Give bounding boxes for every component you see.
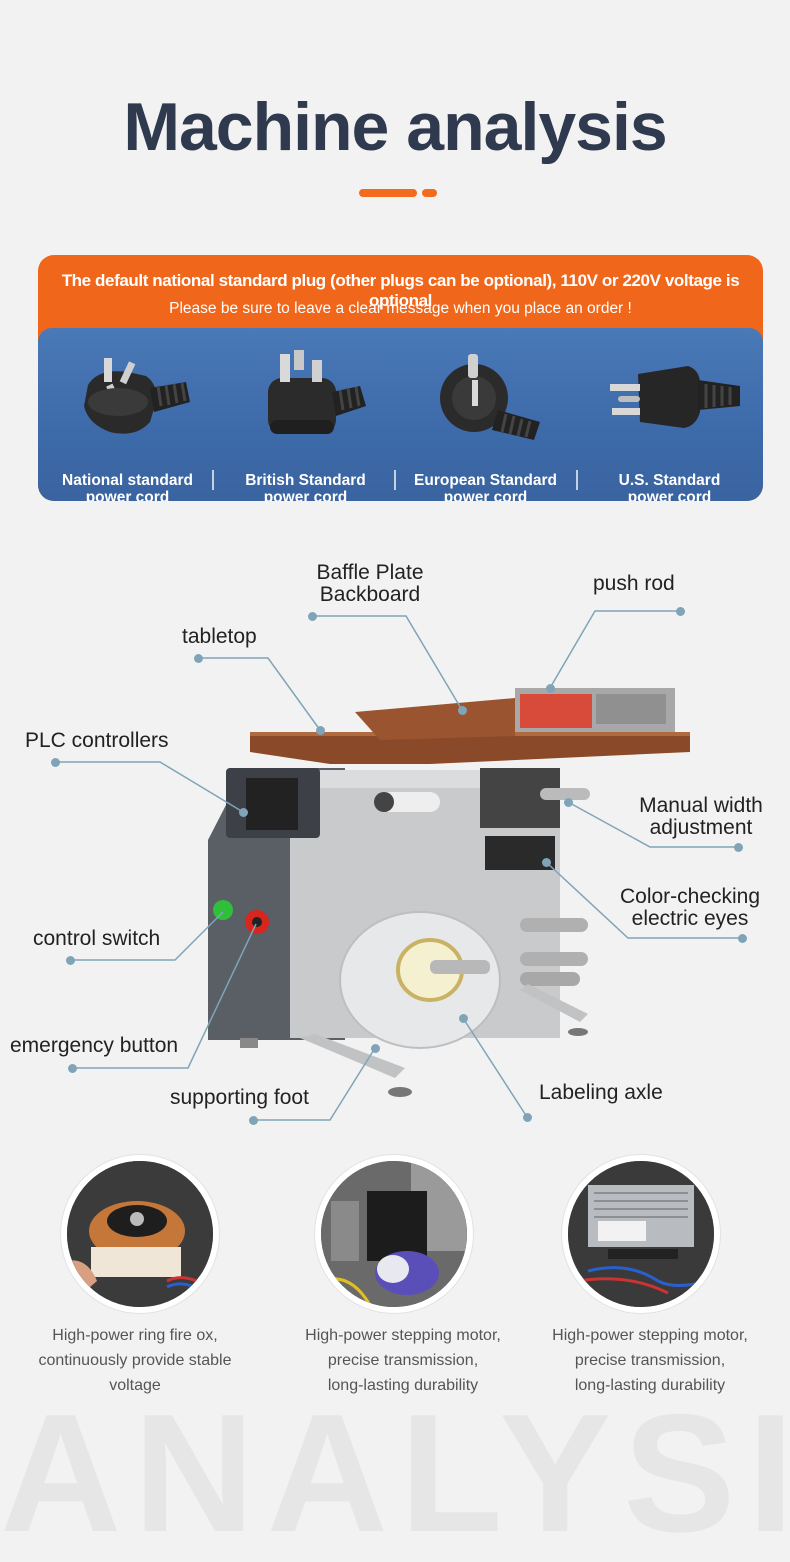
callout-labeling-axle: Labeling axle bbox=[539, 1081, 663, 1104]
banner-subline: Please be sure to leave a clear message … bbox=[169, 300, 632, 317]
callout-dot bbox=[546, 684, 555, 693]
callout-supporting-foot: supporting foot bbox=[170, 1086, 309, 1109]
callout-dot bbox=[68, 1064, 77, 1073]
plug-european: European Standard power cord bbox=[398, 340, 573, 501]
power-cord-banner: The default national standard plug (othe… bbox=[38, 255, 763, 501]
divider bbox=[212, 470, 214, 490]
callout-dot bbox=[316, 726, 325, 735]
callout-control-switch: control switch bbox=[33, 927, 161, 950]
power-supply-icon bbox=[568, 1161, 714, 1307]
callout-dot bbox=[371, 1044, 380, 1053]
feature-power-supply: High-power stepping motor, precise trans… bbox=[530, 1155, 770, 1415]
callout-dot bbox=[542, 858, 551, 867]
plug-british: British Standard power cord bbox=[218, 340, 393, 501]
callout-plc-controllers: PLC controllers bbox=[25, 729, 169, 752]
callout-baffle-plate: Baffle Plate Backboard bbox=[316, 561, 424, 606]
watermark-text: ANALYSIS bbox=[0, 1379, 790, 1562]
machine-illustration bbox=[55, 610, 742, 1121]
chinese-plug-icon bbox=[84, 358, 190, 434]
title-underline-short bbox=[422, 189, 437, 197]
plug-british-label: British Standard power cord bbox=[245, 472, 366, 501]
feature-power-supply-text: High-power stepping motor, precise trans… bbox=[552, 1327, 748, 1394]
plug-european-label: European Standard power cord bbox=[414, 472, 557, 501]
transformer-icon bbox=[67, 1161, 213, 1307]
plug-national: National standard power cord bbox=[40, 340, 215, 501]
callout-dot bbox=[458, 706, 467, 715]
callout-color-checking: Color-checking electric eyes bbox=[619, 885, 761, 930]
callout-dot bbox=[676, 607, 685, 616]
callout-dot bbox=[734, 843, 743, 852]
stepping-motor-icon bbox=[321, 1161, 467, 1307]
feature-motor-text: High-power stepping motor, precise trans… bbox=[305, 1327, 501, 1394]
callout-dot bbox=[239, 808, 248, 817]
title-underline-long bbox=[359, 189, 417, 197]
divider bbox=[394, 470, 396, 490]
divider bbox=[576, 470, 578, 490]
plug-us: U.S. Standard power cord bbox=[582, 340, 757, 501]
callout-emergency-button: emergency button bbox=[10, 1034, 179, 1057]
callout-tabletop: tabletop bbox=[182, 625, 257, 648]
feature-stepping-motor: High-power stepping motor, precise trans… bbox=[283, 1155, 523, 1415]
callout-manual-width: Manual width adjustment bbox=[639, 794, 763, 839]
british-plug-icon bbox=[268, 350, 366, 434]
plug-us-label: U.S. Standard power cord bbox=[618, 472, 721, 501]
stepping-motor-photo bbox=[315, 1155, 473, 1313]
european-plug-icon bbox=[440, 354, 540, 440]
machine-diagram: Baffle Plate Backboard push rod tabletop… bbox=[0, 540, 790, 1140]
callout-dot bbox=[564, 798, 573, 807]
power-supply-photo bbox=[562, 1155, 720, 1313]
feature-transformer: High-power ring fire ox, continuously pr… bbox=[15, 1155, 255, 1415]
transformer-photo bbox=[61, 1155, 219, 1313]
callout-dot bbox=[459, 1014, 468, 1023]
plug-national-label: National standard power cord bbox=[62, 472, 193, 501]
callout-dot bbox=[51, 758, 60, 767]
callout-push-rod: push rod bbox=[593, 572, 675, 595]
feature-transformer-text: High-power ring fire ox, continuously pr… bbox=[38, 1327, 232, 1394]
page-title: Machine analysis bbox=[123, 89, 667, 165]
banner-headline: The default national standard plug (othe… bbox=[61, 271, 740, 310]
callout-dot bbox=[308, 612, 317, 621]
callout-dot bbox=[66, 956, 75, 965]
callout-dot bbox=[249, 1116, 258, 1125]
callout-dot bbox=[738, 934, 747, 943]
callout-dot bbox=[194, 654, 203, 663]
us-plug-icon bbox=[610, 366, 740, 428]
plug-panel: National standard power cord British Sta… bbox=[38, 328, 763, 501]
callout-dot bbox=[523, 1113, 532, 1122]
